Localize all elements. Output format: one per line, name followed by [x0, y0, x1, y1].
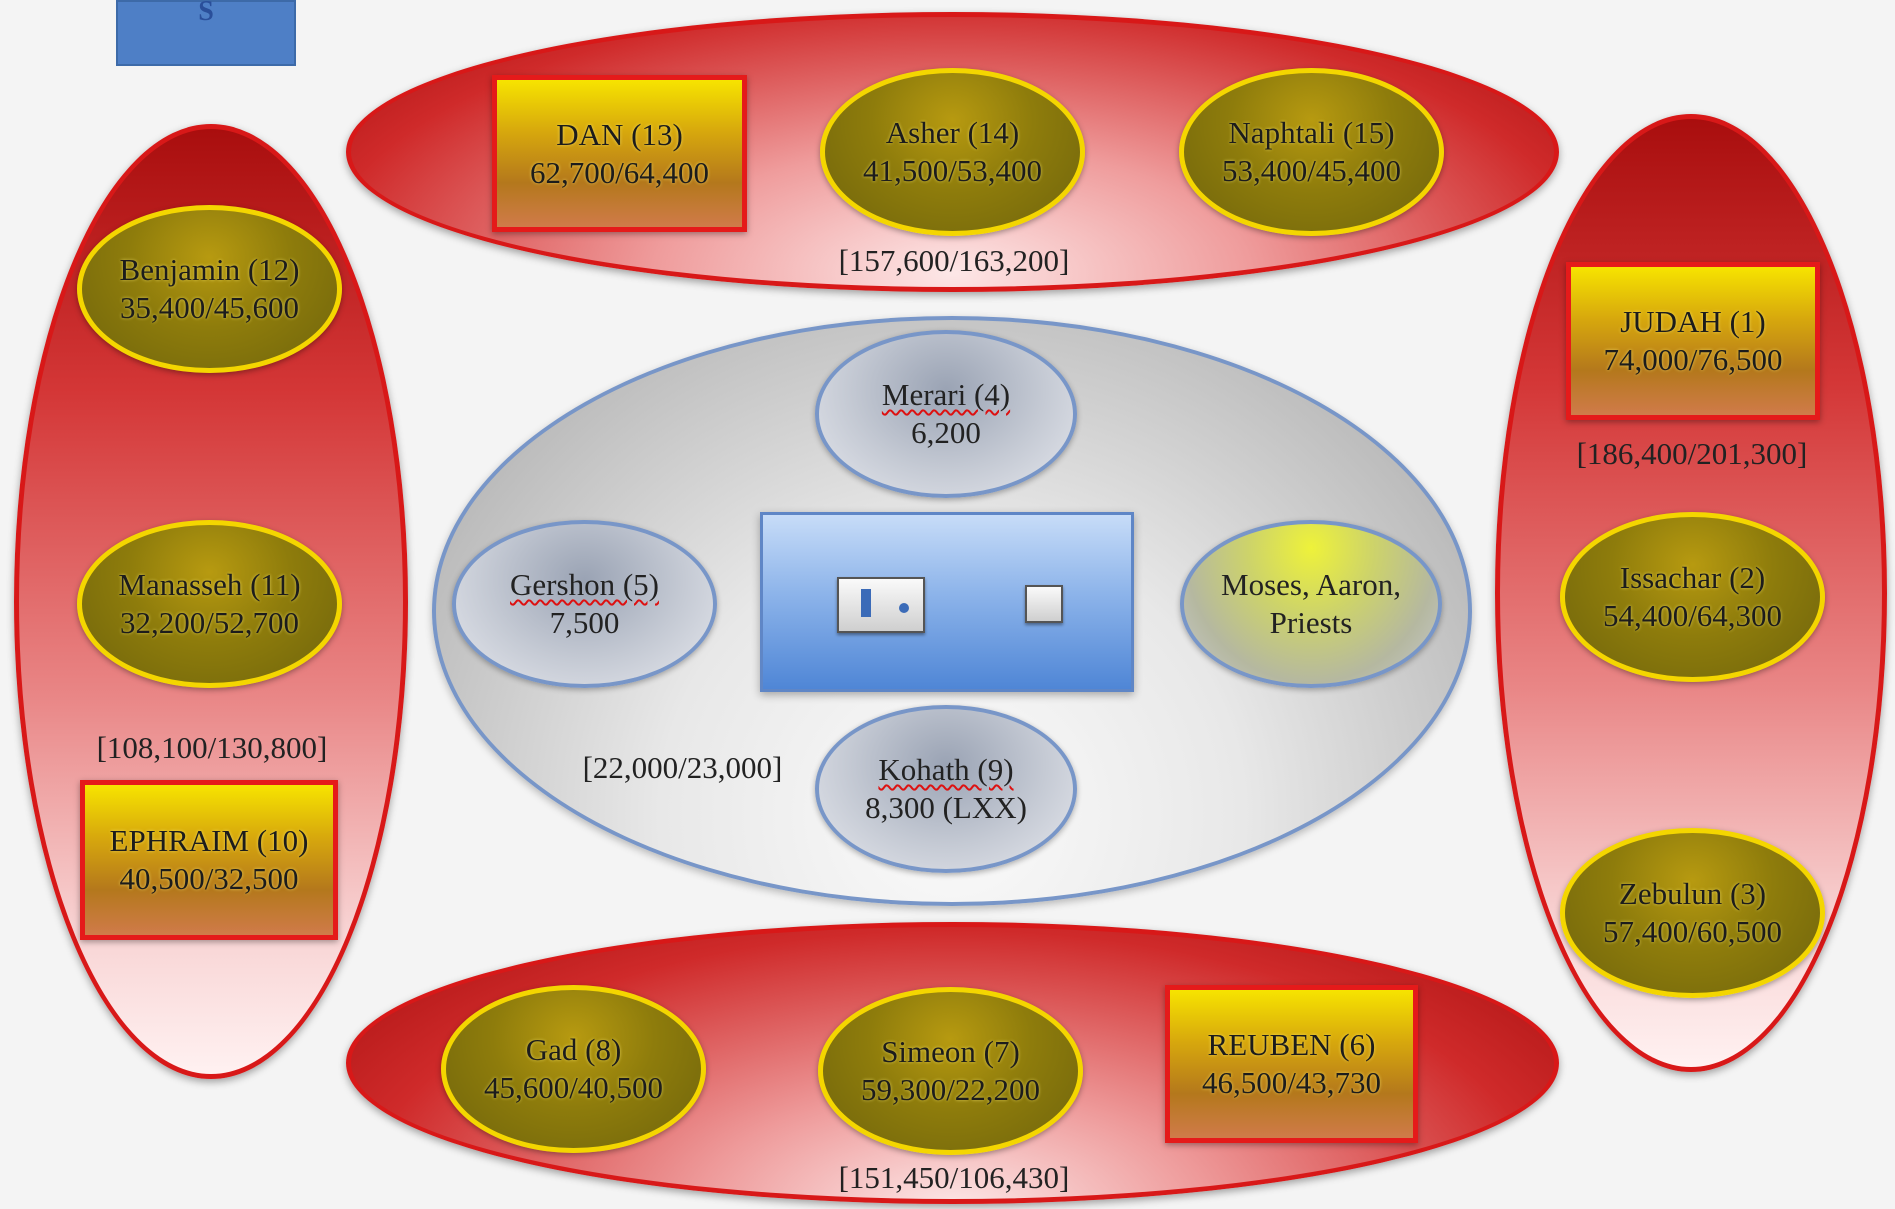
- priests-line2: Priests: [1269, 605, 1353, 640]
- clan-kohath: Kohath (9) 8,300 (LXX): [815, 705, 1077, 873]
- corner-label: S: [198, 0, 214, 27]
- ark-icon-dot: [899, 603, 909, 613]
- tribe-name: Issachar (2): [1619, 560, 1766, 595]
- ark-icon-bar: [861, 589, 871, 617]
- tribe-asher: Asher (14) 41,500/53,400: [820, 68, 1085, 236]
- tribe-name: DAN (13): [556, 116, 683, 152]
- levites-total: [22,000/23,000]: [582, 750, 783, 785]
- clan-count: 6,200: [911, 415, 981, 450]
- tribe-gad: Gad (8) 45,600/40,500: [441, 985, 706, 1153]
- tribe-simeon: Simeon (7) 59,300/22,200: [818, 987, 1083, 1155]
- altar-icon: [1025, 585, 1063, 623]
- tribe-name: Simeon (7): [881, 1034, 1020, 1069]
- east-total: [186,400/201,300]: [1576, 436, 1808, 471]
- tribe-count: 40,500/32,500: [119, 861, 299, 896]
- clan-name: Merari (4): [881, 377, 1011, 412]
- corner-label-box: S: [116, 0, 296, 66]
- tribe-count: 57,400/60,500: [1602, 914, 1783, 949]
- tribe-count: 35,400/45,600: [119, 290, 300, 325]
- tribe-benjamin: Benjamin (12) 35,400/45,600: [77, 205, 342, 373]
- tribe-name: Naphtali (15): [1228, 115, 1395, 150]
- clan-count: 7,500: [549, 605, 620, 640]
- tribe-judah: JUDAH (1) 74,000/76,500: [1566, 262, 1820, 420]
- west-total: [108,100/130,800]: [96, 730, 328, 765]
- clan-count: 8,300 (LXX): [865, 790, 1027, 825]
- tribe-count: 54,400/64,300: [1602, 598, 1783, 633]
- tribe-name: Manasseh (11): [118, 567, 301, 602]
- priests-group: Moses, Aaron, Priests: [1180, 520, 1442, 688]
- tribe-count: 32,200/52,700: [119, 605, 300, 640]
- clan-name: Kohath (9): [878, 752, 1014, 787]
- tribe-dan: DAN (13) 62,700/64,400: [492, 75, 747, 232]
- tribe-count: 53,400/45,400: [1221, 153, 1402, 188]
- clan-merari: Merari (4) 6,200: [815, 330, 1077, 498]
- tribe-count: 45,600/40,500: [483, 1070, 664, 1105]
- tribe-name: Gad (8): [525, 1032, 622, 1067]
- tribe-name: EPHRAIM (10): [109, 823, 309, 858]
- ark-icon: [837, 577, 925, 633]
- tribe-ephraim: EPHRAIM (10) 40,500/32,500: [80, 780, 338, 940]
- tribe-name: Asher (14): [885, 115, 1020, 150]
- priests-line1: Moses, Aaron,: [1221, 567, 1401, 602]
- clan-gershon: Gershon (5) 7,500: [452, 520, 717, 688]
- tribe-count: 46,500/43,730: [1201, 1065, 1382, 1100]
- tribe-name: REUBEN (6): [1207, 1027, 1376, 1062]
- tribe-zebulun: Zebulun (3) 57,400/60,500: [1560, 828, 1825, 998]
- tribe-count: 74,000/76,500: [1603, 342, 1783, 377]
- tribe-manasseh: Manasseh (11) 32,200/52,700: [77, 520, 342, 688]
- tribe-count: 41,500/53,400: [862, 153, 1043, 188]
- tribe-name: Zebulun (3): [1618, 876, 1767, 911]
- north-total: [157,600/163,200]: [838, 243, 1070, 278]
- tribe-naphtali: Naphtali (15) 53,400/45,400: [1179, 68, 1444, 236]
- tribe-count: 62,700/64,400: [529, 154, 710, 190]
- clan-name: Gershon (5): [510, 567, 659, 602]
- tribe-name: JUDAH (1): [1620, 304, 1766, 339]
- tribe-reuben: REUBEN (6) 46,500/43,730: [1165, 985, 1418, 1143]
- tribe-issachar: Issachar (2) 54,400/64,300: [1560, 512, 1825, 682]
- tabernacle-box: [760, 512, 1134, 692]
- tribe-count: 59,300/22,200: [860, 1072, 1041, 1107]
- tribe-name: Benjamin (12): [119, 252, 300, 287]
- south-total: [151,450/106,430]: [838, 1160, 1070, 1195]
